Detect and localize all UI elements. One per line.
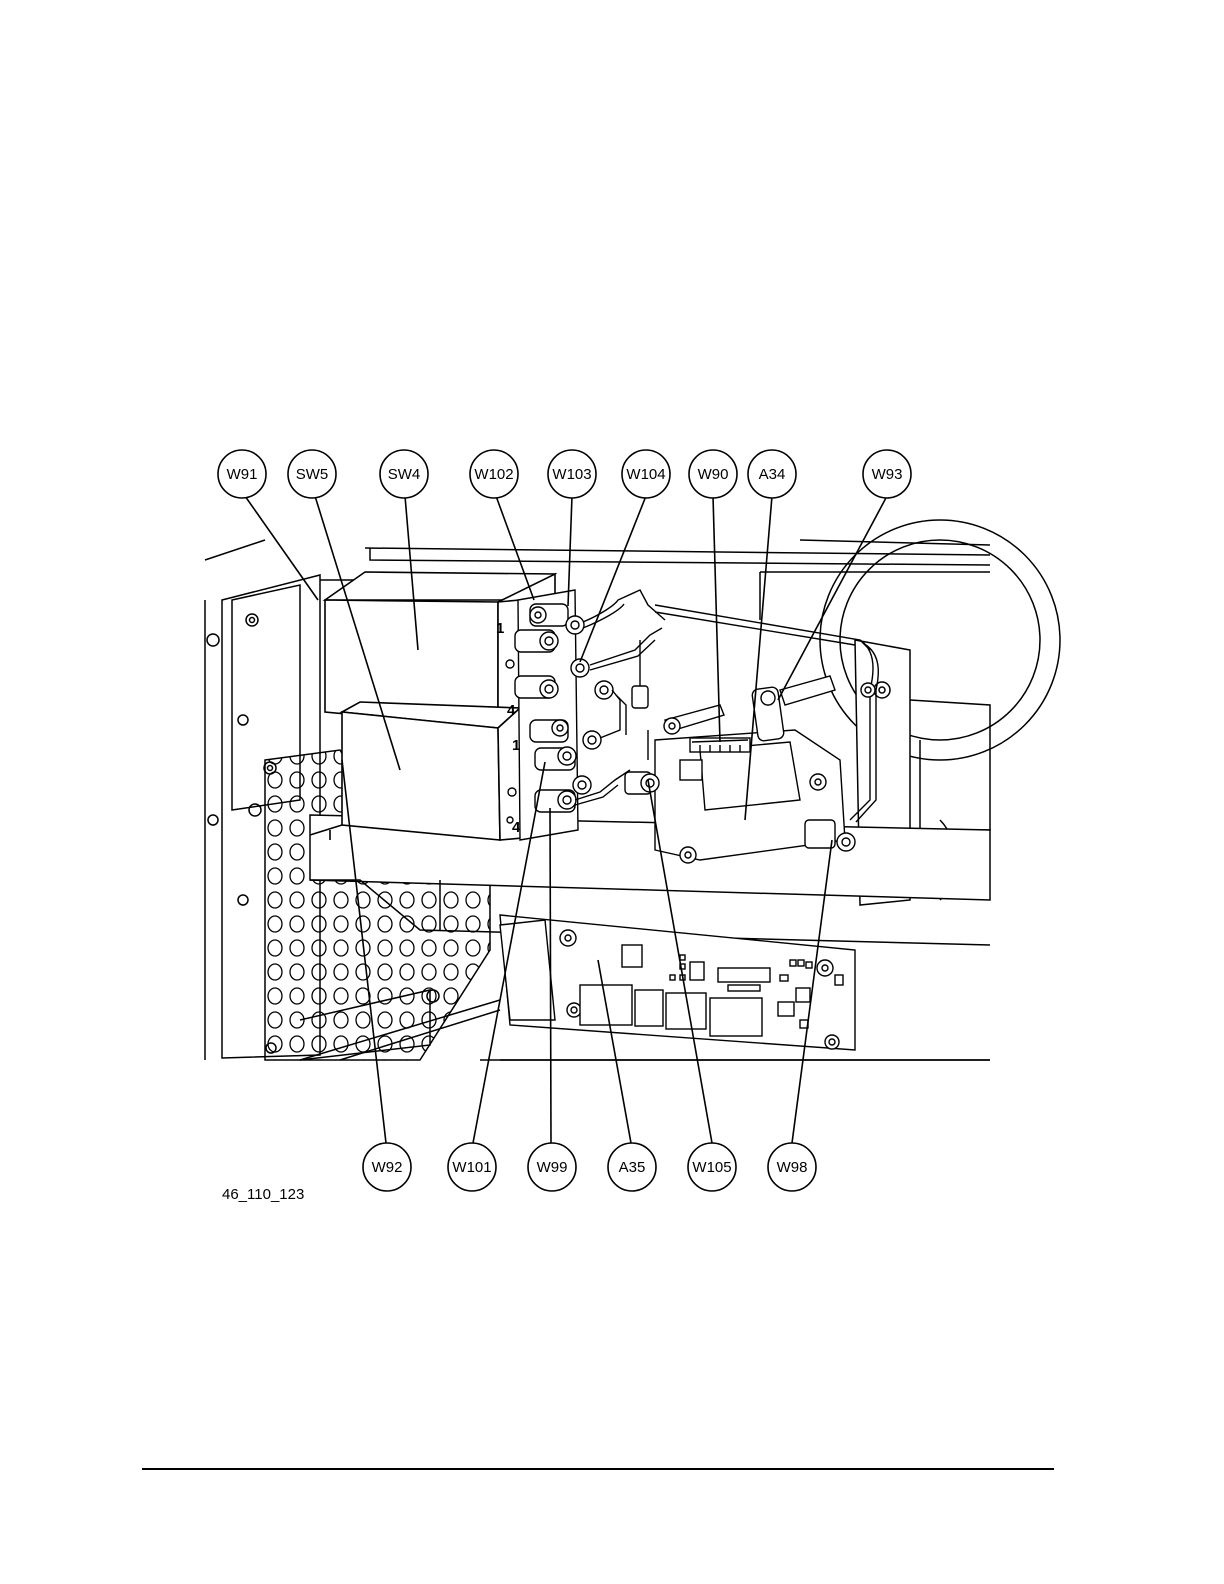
callout-a34: A34 xyxy=(748,450,796,498)
callout-w104: W104 xyxy=(622,450,670,498)
callout-label: A34 xyxy=(759,466,786,483)
callout-label: SW4 xyxy=(388,466,421,483)
callout-w99: W99 xyxy=(528,1143,576,1191)
port-label: 1 xyxy=(512,737,520,754)
callout-a35: A35 xyxy=(608,1143,656,1191)
callout-w105: W105 xyxy=(688,1143,736,1191)
callout-label: SW5 xyxy=(296,466,329,483)
callout-w101: W101 xyxy=(448,1143,496,1191)
callout-label: W105 xyxy=(692,1159,731,1176)
figure-id: 46_110_123 xyxy=(222,1186,304,1203)
callout-label: W90 xyxy=(698,466,729,483)
footer-rule xyxy=(142,1468,1054,1470)
callout-label: W93 xyxy=(872,466,903,483)
callout-label: W92 xyxy=(372,1159,403,1176)
callouts-top: W91 SW5 SW4 W102 W103 W104 W90 A34 xyxy=(218,450,911,498)
callout-sw4: SW4 xyxy=(380,450,428,498)
callout-label: W104 xyxy=(626,466,665,483)
callout-w90: W90 xyxy=(689,450,737,498)
switch-sw5 xyxy=(310,702,522,840)
callout-w93: W93 xyxy=(863,450,911,498)
callout-label: W103 xyxy=(552,466,591,483)
callout-label: W101 xyxy=(452,1159,491,1176)
port-label: 4 xyxy=(507,702,516,719)
callout-label: W91 xyxy=(227,466,258,483)
callout-w92: W92 xyxy=(363,1143,411,1191)
callout-w102: W102 xyxy=(470,450,518,498)
callouts-bottom: W92 W101 W99 A35 W105 W98 xyxy=(363,1143,816,1191)
port-label: 4 xyxy=(512,819,521,836)
callout-w91: W91 xyxy=(218,450,266,498)
callout-label: W102 xyxy=(474,466,513,483)
callout-label: W99 xyxy=(537,1159,568,1176)
port-label: 1 xyxy=(496,620,504,637)
callout-w103: W103 xyxy=(548,450,596,498)
callout-label: A35 xyxy=(619,1159,646,1176)
callout-sw5: SW5 xyxy=(288,450,336,498)
board-a35 xyxy=(500,915,855,1050)
callout-label: W98 xyxy=(777,1159,808,1176)
callout-w98: W98 xyxy=(768,1143,816,1191)
